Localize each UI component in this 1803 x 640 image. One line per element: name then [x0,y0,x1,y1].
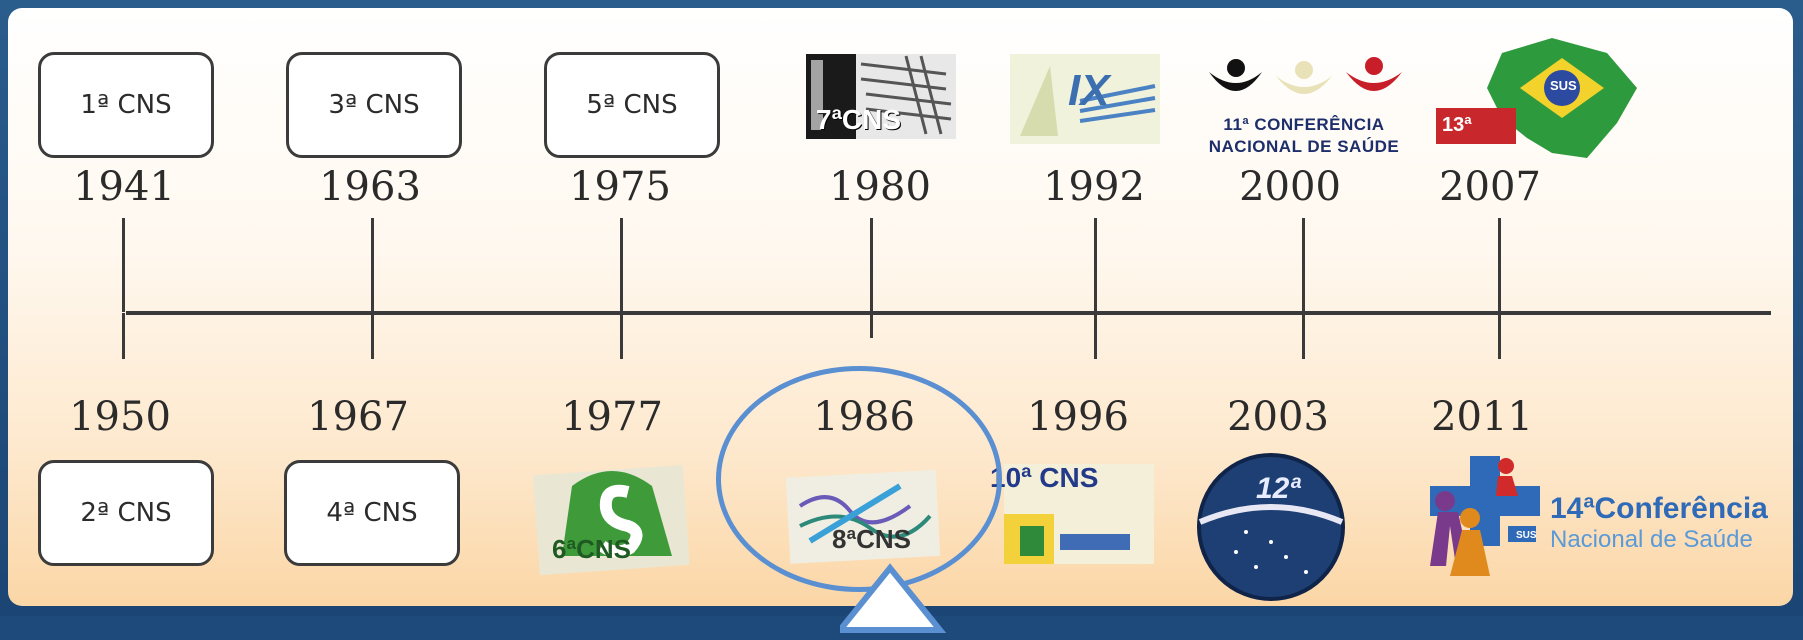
logo-14-cns-caption: 14ªConferência Nacional de Saúde [1550,492,1768,554]
logo-7-cns-text: 7ªCNS [816,104,902,135]
callout-pointer-icon [840,563,947,633]
sus-badge-text: SUS [1516,530,1537,541]
logo-14-cns-text: 14ªConferência [1550,492,1768,525]
logo-11-cns-figures [1209,57,1402,94]
logo-9-cns: IX [1010,46,1160,146]
tick-1980 [870,218,873,338]
logo-12-cns-text: 12ª [1256,472,1301,505]
logo-7-cns-graphic [806,54,956,139]
logo-7-cns: 7ªCNS [806,44,956,144]
cns-label: 1ª CNS [80,90,172,120]
year-label-1941: 1941 [73,164,175,210]
cns-label: 3ª CNS [328,90,420,120]
logo-12-cns: 12ª [1196,452,1346,602]
tick-1963 [371,218,374,312]
year-label-1996: 1996 [1027,394,1129,440]
tick-1992 [1094,218,1097,338]
logo-6-cns-text: 6ªCNS [552,534,631,564]
logo-10-cns-text: 10ª CNS [990,462,1099,493]
cns-box-1967: 4ª CNS [284,460,460,566]
year-label-2007: 2007 [1439,164,1541,210]
year-label-2011: 2011 [1431,394,1533,440]
timeline-panel: 1ª CNS 1941 3ª CNS 1963 5ª CNS 1975 7ªCN… [8,8,1793,606]
cns-box-1975: 5ª CNS [544,52,720,158]
logo-11-cns: 11ª CONFERÊNCIA NACIONAL DE SAÚDE [1204,50,1414,180]
highlight-ellipse-1986 [716,366,1002,592]
year-label-1963: 1963 [319,164,421,210]
cns-label: 5ª CNS [586,90,678,120]
logo-13-cns: SUS 13ª [1432,28,1652,168]
logo-12-cns-globe [1197,453,1345,601]
sus-badge-text: SUS [1550,78,1577,93]
brazil-map-icon [1436,38,1637,158]
cns-box-1963: 3ª CNS [286,52,462,158]
year-label-2000: 2000 [1239,164,1341,210]
tick-2003 [1302,313,1305,359]
year-label-1992: 1992 [1043,164,1145,210]
logo-14-cns: SUS 14ªConferência Nacional de Saúde [1400,446,1768,592]
logo-10-cns-graphic [1004,464,1154,564]
tick-2011 [1498,313,1501,359]
logo-13-cns-text: 13ª [1442,114,1472,136]
tick-1975 [620,218,623,312]
cns-label: 2ª CNS [80,498,172,528]
logo-14-cns-figures [1430,456,1540,576]
year-label-1950: 1950 [69,394,171,440]
year-label-1967: 1967 [307,394,409,440]
cns-box-1941: 1ª CNS [38,52,214,158]
year-label-1977: 1977 [561,394,663,440]
logo-11-cns-text: 11ª CONFERÊNCIA NACIONAL DE SAÚDE [1208,115,1400,156]
tick-1996 [1094,313,1097,359]
year-label-1980: 1980 [829,164,931,210]
logo-10-cns: 10ª CNS [990,454,1160,574]
tick-1950 [122,313,125,359]
logo-9-cns-text: IX [1068,66,1110,115]
year-label-2003: 2003 [1227,394,1329,440]
tick-2000 [1302,218,1305,338]
cns-label: 4ª CNS [326,498,418,528]
tick-1977 [620,313,623,359]
tick-1967 [371,313,374,359]
logo-14-cns-subtext: Nacional de Saúde [1550,526,1753,553]
timeline-axis [126,311,1771,315]
logo-9-cns-graphic [1010,54,1160,144]
tick-1941 [122,218,125,312]
tick-2007 [1498,218,1501,338]
logo-6-cns: 6ªCNS [532,456,692,578]
logo-6-cns-graphic [532,464,690,576]
year-label-1975: 1975 [569,164,671,210]
cns-box-1950: 2ª CNS [38,460,214,566]
